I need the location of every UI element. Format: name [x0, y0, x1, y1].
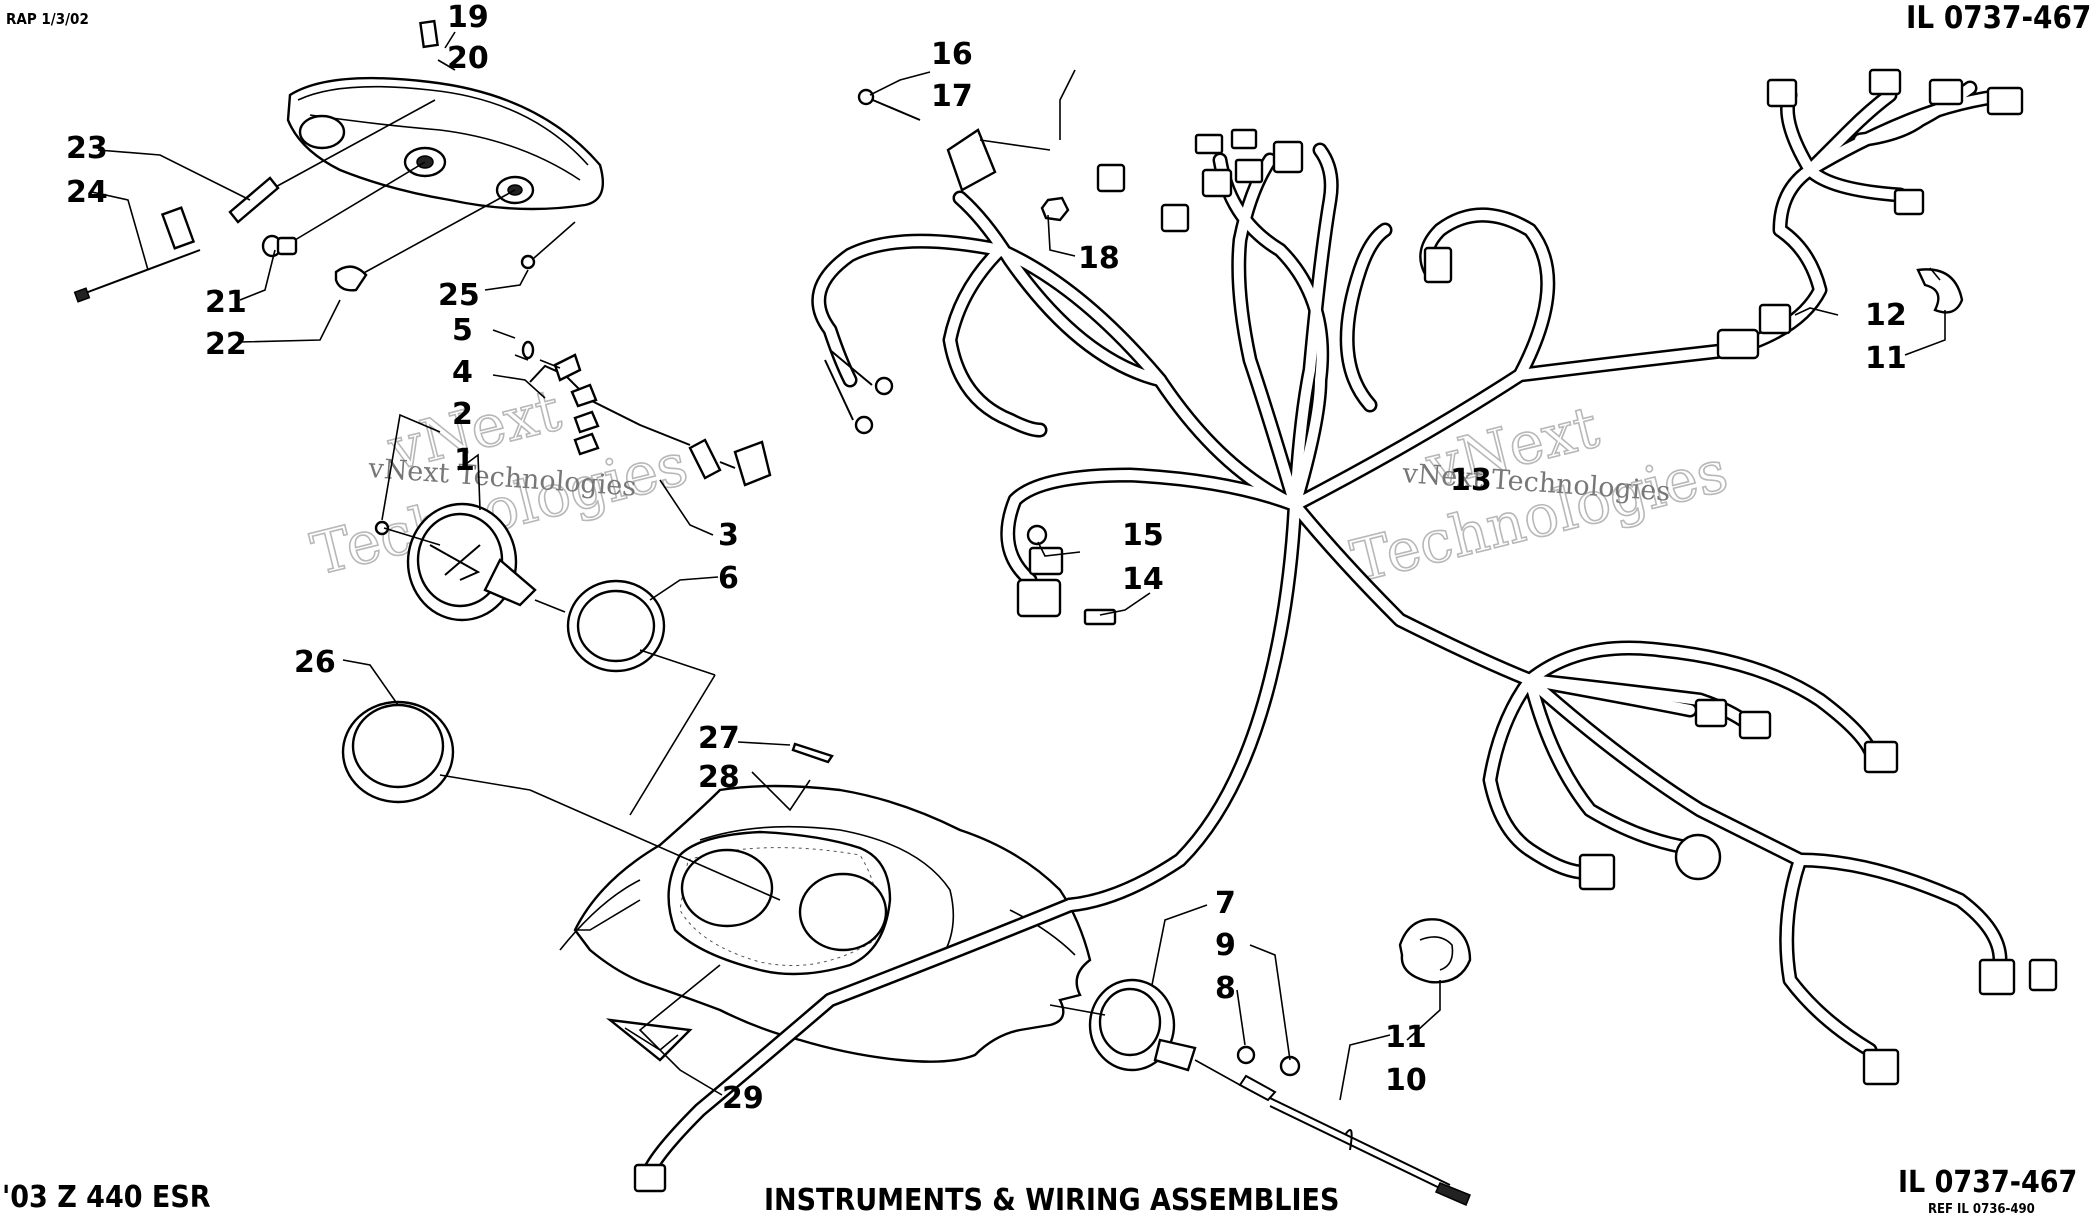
callout-26: 26 — [294, 645, 336, 680]
callout-16: 16 — [931, 37, 973, 72]
callout-28: 28 — [698, 760, 740, 795]
headlight-spring — [228, 176, 280, 224]
callout-8: 8 — [1215, 971, 1236, 1006]
callout-21: 21 — [205, 285, 247, 320]
callout-7: 7 — [1215, 886, 1236, 921]
il-number-top: IL 0737-467 — [1906, 0, 2091, 36]
callout-13: 13 — [1450, 463, 1492, 498]
callout-numbers: 19 20 23 24 21 22 25 5 4 2 1 3 6 26 27 2… — [66, 0, 1907, 1116]
callout-1: 1 — [454, 443, 475, 478]
leader-lines — [91, 31, 1946, 1101]
callout-4: 4 — [452, 355, 473, 390]
model-name: '03 Z 440 ESR — [2, 1180, 211, 1215]
cable-clamp-lower — [1398, 918, 1472, 984]
headlight-assembly — [73, 19, 605, 303]
callout-23: 23 — [66, 131, 108, 166]
dash-panel — [439, 649, 1092, 1063]
harness-connectors — [633, 68, 2058, 1193]
callout-2: 2 — [452, 397, 473, 432]
gauge-lens — [341, 700, 455, 804]
diagram-title: INSTRUMENTS & WIRING ASSEMBLIES — [764, 1183, 1340, 1218]
callout-10: 10 — [1385, 1063, 1427, 1098]
bulb-bracket — [160, 206, 196, 250]
callout-12: 12 — [1865, 298, 1907, 333]
callout-25: 25 — [438, 278, 480, 313]
cable-clamp-upper — [1916, 267, 1964, 314]
callout-27: 27 — [698, 721, 740, 756]
callout-3: 3 — [718, 518, 739, 553]
callout-17: 17 — [931, 79, 973, 114]
callout-22: 22 — [205, 327, 247, 362]
callout-11-upper: 11 — [1865, 341, 1907, 376]
callout-24: 24 — [66, 175, 108, 210]
watermark-right: vNext Technologies vNext Technologies — [1344, 392, 1735, 597]
callout-14: 14 — [1122, 562, 1164, 597]
speedometer-drive — [1049, 978, 1471, 1206]
callout-15: 15 — [1122, 518, 1164, 553]
callout-11-lower: 11 — [1385, 1020, 1427, 1055]
callout-19: 19 — [447, 0, 489, 35]
callout-29: 29 — [722, 1081, 764, 1116]
fuse-holder — [857, 88, 1070, 222]
callout-9: 9 — [1215, 928, 1236, 963]
ref-number: REF IL 0736-490 — [1928, 1202, 2035, 1217]
callout-18: 18 — [1078, 241, 1120, 276]
gauge-assembly — [374, 340, 772, 673]
callout-20: 20 — [447, 41, 489, 76]
wiring-harness — [633, 68, 2058, 1193]
callout-6: 6 — [718, 561, 739, 596]
rap-date: RAP 1/3/02 — [6, 10, 89, 28]
callout-5: 5 — [452, 313, 473, 348]
ring-terminals — [824, 349, 894, 435]
il-number-bottom: IL 0737-467 — [1898, 1165, 2078, 1200]
